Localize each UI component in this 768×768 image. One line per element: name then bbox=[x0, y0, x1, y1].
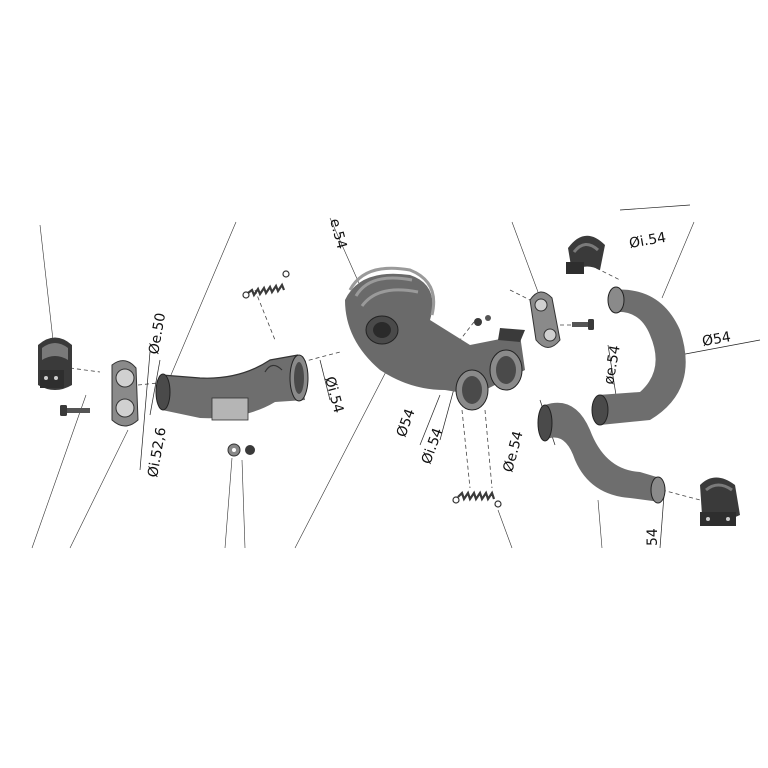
label-d-i54-left: Øi.54 bbox=[321, 375, 346, 415]
gasket-right bbox=[529, 291, 561, 348]
alignment-lines bbox=[69, 264, 701, 501]
label-d-i52-6: Øi.52,6 bbox=[145, 426, 170, 479]
label-d-e54-lower: Øe.54 bbox=[500, 429, 526, 474]
label-e54-top: e.54 bbox=[326, 217, 349, 251]
bracket bbox=[474, 315, 525, 342]
label-d-e50: Øe.50 bbox=[146, 312, 169, 356]
clamp-left bbox=[38, 337, 72, 390]
spring-header bbox=[242, 270, 290, 299]
label-d54-mid: Ø54 bbox=[394, 407, 419, 440]
clamp-top-right bbox=[566, 235, 605, 274]
label-de54-right: øe.54 bbox=[601, 344, 624, 386]
label-d-i54-mid: Øi.54 bbox=[419, 426, 447, 466]
wrapped-collector bbox=[345, 266, 525, 411]
bolt-right bbox=[572, 319, 594, 330]
spring-lower bbox=[452, 490, 502, 508]
label-dim54: 54 bbox=[645, 528, 661, 546]
clamp-bottom-right bbox=[700, 477, 740, 526]
label-d54-right: Ø54 bbox=[701, 329, 732, 350]
gasket-left bbox=[111, 360, 139, 427]
curved-pipe bbox=[591, 286, 686, 426]
washer-nut bbox=[227, 443, 255, 457]
s-pipe bbox=[537, 402, 666, 504]
bolt-left bbox=[60, 405, 90, 416]
leader-lines bbox=[31, 217, 695, 549]
label-d-i54-right: Øi.54 bbox=[628, 230, 667, 252]
header-pipe bbox=[155, 354, 309, 421]
